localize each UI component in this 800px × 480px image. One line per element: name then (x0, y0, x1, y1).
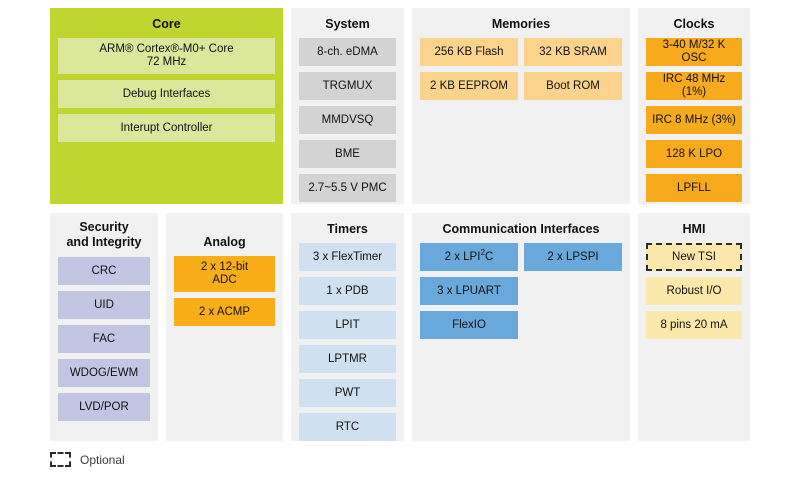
panel-blocks-core: ARM® Cortex®-M0+ Core 72 MHz Debug Inter… (50, 38, 283, 142)
block-pmc[interactable]: 2.7~5.5 V PMC (299, 174, 396, 202)
panel-blocks-system: 8-ch. eDMA TRGMUX MMDVSQ BME 2.7~5.5 V P… (291, 38, 404, 202)
block-osc[interactable]: 3-40 M/32 K OSC (646, 38, 742, 66)
block-lpspi[interactable]: 2 x LPSPI (524, 243, 622, 271)
block-irc-48mhz[interactable]: IRC 48 MHz (1%) (646, 72, 742, 100)
block-flextimer[interactable]: 3 x FlexTimer (299, 243, 396, 271)
block-boot-rom[interactable]: Boot ROM (524, 72, 622, 100)
block-mmdvsq[interactable]: MMDVSQ (299, 106, 396, 134)
panel-blocks-security: CRC UID FAC WDOG/EWM LVD/POR (50, 257, 158, 421)
block-lpi2c[interactable]: 2 x LPI2C (420, 243, 518, 271)
block-flash[interactable]: 256 KB Flash (420, 38, 518, 66)
block-wdog-ewm[interactable]: WDOG/EWM (58, 359, 150, 387)
block-rtc[interactable]: RTC (299, 413, 396, 441)
block-lpuart[interactable]: 3 x LPUART (420, 277, 518, 305)
panel-title-core: Core (152, 17, 181, 31)
panel-title-analog: Analog (203, 235, 246, 249)
block-eeprom[interactable]: 2 KB EEPROM (420, 72, 518, 100)
block-lvd-por[interactable]: LVD/POR (58, 393, 150, 421)
block-irc-8mhz[interactable]: IRC 8 MHz (3%) (646, 106, 742, 134)
block-robust-io[interactable]: Robust I/O (646, 277, 742, 305)
dashed-box-icon (50, 452, 71, 467)
block-debug-interfaces[interactable]: Debug Interfaces (58, 80, 275, 108)
block-lpfll[interactable]: LPFLL (646, 174, 742, 202)
panel-blocks-timers: 3 x FlexTimer 1 x PDB LPIT LPTMR PWT RTC (291, 243, 404, 441)
block-spacer (524, 277, 622, 305)
block-lpit[interactable]: LPIT (299, 311, 396, 339)
panel-blocks-hmi: New TSI Robust I/O 8 pins 20 mA (638, 243, 750, 339)
block-lpi2c-label: 2 x LPI2C (444, 247, 494, 263)
block-new-tsi[interactable]: New TSI (646, 243, 742, 271)
legend-label: Optional (80, 452, 125, 467)
block-arm-core[interactable]: ARM® Cortex®-M0+ Core 72 MHz (58, 38, 275, 74)
panel-blocks-memories: 256 KB Flash 32 KB SRAM 2 KB EEPROM Boot… (412, 38, 630, 100)
panel-blocks-clocks: 3-40 M/32 K OSC IRC 48 MHz (1%) IRC 8 MH… (638, 38, 750, 202)
block-bme[interactable]: BME (299, 140, 396, 168)
block-pwt[interactable]: PWT (299, 379, 396, 407)
panel-memories: Memories 256 KB Flash 32 KB SRAM 2 KB EE… (412, 8, 630, 204)
block-lptmr[interactable]: LPTMR (299, 345, 396, 373)
block-flexio[interactable]: FlexIO (420, 311, 518, 339)
panel-timers: Timers 3 x FlexTimer 1 x PDB LPIT LPTMR … (291, 213, 404, 441)
block-sram[interactable]: 32 KB SRAM (524, 38, 622, 66)
panel-title-clocks: Clocks (673, 17, 715, 31)
panel-blocks-analog: 2 x 12-bit ADC 2 x ACMP (166, 256, 283, 326)
block-uid[interactable]: UID (58, 291, 150, 319)
panel-security: Security and Integrity CRC UID FAC WDOG/… (50, 213, 158, 441)
block-pdb[interactable]: 1 x PDB (299, 277, 396, 305)
block-trgmux[interactable]: TRGMUX (299, 72, 396, 100)
panel-system: System 8-ch. eDMA TRGMUX MMDVSQ BME 2.7~… (291, 8, 404, 204)
panel-title-system: System (325, 17, 370, 31)
panel-title-memories: Memories (491, 17, 551, 31)
block-edma[interactable]: 8-ch. eDMA (299, 38, 396, 66)
block-interrupt-controller[interactable]: Interupt Controller (58, 114, 275, 142)
panel-analog: Analog 2 x 12-bit ADC 2 x ACMP (166, 213, 283, 441)
panel-title-communication: Communication Interfaces (442, 222, 600, 236)
panel-title-security: Security and Integrity (66, 220, 142, 249)
panel-hmi: HMI New TSI Robust I/O 8 pins 20 mA (638, 213, 750, 441)
block-fac[interactable]: FAC (58, 325, 150, 353)
block-8-pins-20ma[interactable]: 8 pins 20 mA (646, 311, 742, 339)
legend: Optional (50, 452, 125, 467)
panel-core: Core ARM® Cortex®-M0+ Core 72 MHz Debug … (50, 8, 283, 204)
panel-clocks: Clocks 3-40 M/32 K OSC IRC 48 MHz (1%) I… (638, 8, 750, 204)
block-adc[interactable]: 2 x 12-bit ADC (174, 256, 275, 292)
block-lpo[interactable]: 128 K LPO (646, 140, 742, 168)
panel-title-hmi: HMI (682, 222, 706, 236)
block-acmp[interactable]: 2 x ACMP (174, 298, 275, 326)
panel-title-timers: Timers (327, 222, 368, 236)
block-crc[interactable]: CRC (58, 257, 150, 285)
panel-blocks-communication: 2 x LPI2C 2 x LPSPI 3 x LPUART FlexIO (412, 243, 630, 339)
panel-communication: Communication Interfaces 2 x LPI2C 2 x L… (412, 213, 630, 441)
